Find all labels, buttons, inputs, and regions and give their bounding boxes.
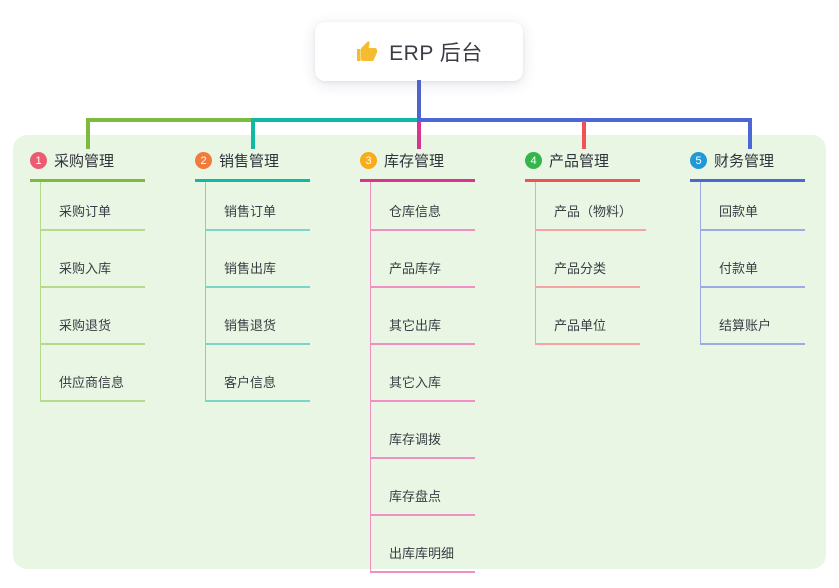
branch-children: 仓库信息 产品库存 其它出库 其它入库 库存调拨 库存盘点 出库库明细 xyxy=(370,182,518,573)
branch-title-label: 销售管理 xyxy=(219,153,280,170)
branch-column-sales: 2 销售管理 销售订单 销售出库 销售退货 客户信息 xyxy=(195,150,353,402)
branch-children: 采购订单 采购入库 采购退货 供应商信息 xyxy=(40,182,188,402)
child-node[interactable]: 采购订单 xyxy=(41,182,145,231)
child-node[interactable]: 销售出库 xyxy=(206,231,310,288)
branch-children: 产品（物料） 产品分类 产品单位 xyxy=(535,182,683,345)
branch-title-label: 产品管理 xyxy=(549,153,610,170)
child-node[interactable]: 产品库存 xyxy=(371,231,475,288)
branch-number-badge: 1 xyxy=(30,152,47,169)
thumbs-up-icon xyxy=(355,40,379,64)
branch-column-finance: 5 财务管理 回款单 付款单 结算账户 xyxy=(690,150,839,345)
branch-node-inventory[interactable]: 3 库存管理 xyxy=(360,150,475,182)
branch-node-product[interactable]: 4 产品管理 xyxy=(525,150,640,182)
mindmap-panel: 1 采购管理 采购订单 采购入库 采购退货 供应商信息 2 销售管理 销售订单 … xyxy=(13,135,826,573)
branch-title-label: 财务管理 xyxy=(714,153,775,170)
connector-root-stem xyxy=(417,80,421,120)
branch-number-badge: 4 xyxy=(525,152,542,169)
branch-number-badge: 3 xyxy=(360,152,377,169)
branch-column-inventory: 3 库存管理 仓库信息 产品库存 其它出库 其它入库 库存调拨 库存盘点 出库库… xyxy=(360,150,518,573)
connector-drop-branch-4 xyxy=(582,121,586,149)
branch-children: 回款单 付款单 结算账户 xyxy=(700,182,839,345)
child-node[interactable]: 产品单位 xyxy=(536,288,640,345)
child-node[interactable]: 回款单 xyxy=(701,182,805,231)
connector-horizontal-branch-5 xyxy=(417,118,752,122)
branch-column-purchase: 1 采购管理 采购订单 采购入库 采购退货 供应商信息 xyxy=(30,150,188,402)
branch-title-label: 库存管理 xyxy=(384,153,445,170)
child-node[interactable]: 采购入库 xyxy=(41,231,145,288)
child-node[interactable]: 销售订单 xyxy=(206,182,310,231)
connector-drop-branch-1 xyxy=(86,118,90,149)
child-node[interactable]: 其它出库 xyxy=(371,288,475,345)
branch-column-product: 4 产品管理 产品（物料） 产品分类 产品单位 xyxy=(525,150,683,345)
connector-horizontal-branch-2 xyxy=(251,118,419,122)
branch-number-badge: 2 xyxy=(195,152,212,169)
branch-number-badge: 5 xyxy=(690,152,707,169)
child-node[interactable]: 结算账户 xyxy=(701,288,805,345)
child-node[interactable]: 客户信息 xyxy=(206,345,310,402)
child-node[interactable]: 采购退货 xyxy=(41,288,145,345)
connector-horizontal-branch-1 xyxy=(86,118,253,122)
branch-title-label: 采购管理 xyxy=(54,153,115,170)
connector-drop-branch-3 xyxy=(417,121,421,149)
branch-node-purchase[interactable]: 1 采购管理 xyxy=(30,150,145,182)
root-node-erp[interactable]: ERP 后台 xyxy=(315,22,523,81)
child-node[interactable]: 产品（物料） xyxy=(536,182,647,231)
child-node[interactable]: 库存盘点 xyxy=(371,459,475,516)
child-node[interactable]: 其它入库 xyxy=(371,345,475,402)
branch-node-finance[interactable]: 5 财务管理 xyxy=(690,150,805,182)
child-node[interactable]: 库存调拨 xyxy=(371,402,475,459)
child-node[interactable]: 出库库明细 xyxy=(371,516,475,573)
child-node[interactable]: 仓库信息 xyxy=(371,182,475,231)
child-node[interactable]: 产品分类 xyxy=(536,231,640,288)
child-node[interactable]: 付款单 xyxy=(701,231,805,288)
branch-node-sales[interactable]: 2 销售管理 xyxy=(195,150,310,182)
child-node[interactable]: 销售退货 xyxy=(206,288,310,345)
connector-drop-branch-2 xyxy=(251,118,255,149)
root-node-title: ERP 后台 xyxy=(389,41,483,65)
branch-children: 销售订单 销售出库 销售退货 客户信息 xyxy=(205,182,353,402)
connector-drop-branch-5 xyxy=(748,118,752,149)
child-node[interactable]: 供应商信息 xyxy=(41,345,145,402)
